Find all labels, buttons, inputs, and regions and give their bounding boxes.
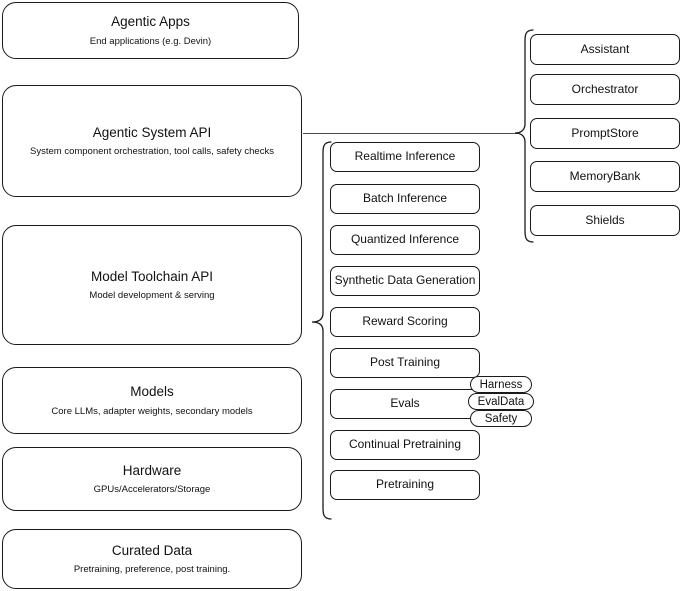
stack-box-subtitle: GPUs/Accelerators/Storage (93, 484, 211, 496)
stack-box-subtitle: Pretraining, preference, post training. (73, 564, 231, 576)
stack-box-title: Model Toolchain API (90, 268, 214, 284)
evals-chip-label: Safety (484, 412, 518, 425)
toolchain-box-label: Evals (390, 396, 420, 411)
toolchain-box-quantized-inference[interactable]: Quantized Inference (330, 225, 480, 255)
system-box-label: MemoryBank (569, 168, 641, 183)
stack-box-subtitle: Model development & serving (89, 290, 215, 302)
system-box-assistant[interactable]: Assistant (530, 34, 680, 65)
evals-chip-safety[interactable]: Safety (470, 410, 532, 427)
bracket-toolchain-components (308, 140, 332, 522)
system-box-label: Assistant (580, 41, 630, 56)
stack-box-title: Curated Data (111, 542, 193, 558)
toolchain-box-reward-scoring[interactable]: Reward Scoring (330, 307, 480, 337)
stack-box-curated-data[interactable]: Curated Data Pretraining, preference, po… (2, 529, 302, 589)
system-box-promptstore[interactable]: PromptStore (530, 118, 680, 149)
toolchain-box-evals[interactable]: Evals (330, 389, 480, 419)
system-box-label: PromptStore (571, 125, 639, 140)
evals-chip-evaldata[interactable]: EvalData (468, 393, 534, 410)
stack-box-title: Agentic Apps (111, 14, 190, 30)
stack-box-subtitle: Core LLMs, adapter weights, secondary mo… (51, 405, 253, 417)
toolchain-box-continual-pretraining[interactable]: Continual Pretraining (330, 430, 480, 460)
toolchain-box-label: Synthetic Data Generation (334, 273, 476, 288)
system-box-memorybank[interactable]: MemoryBank (530, 161, 680, 192)
stack-box-subtitle: System component orchestration, tool cal… (30, 146, 274, 158)
toolchain-box-label: Batch Inference (362, 191, 448, 206)
toolchain-box-label: Pretraining (375, 477, 435, 492)
toolchain-box-realtime-inference[interactable]: Realtime Inference (330, 142, 480, 172)
stack-box-title: Hardware (122, 462, 182, 478)
stack-box-title: Models (130, 384, 174, 400)
system-box-label: Shields (585, 212, 625, 227)
toolchain-box-label: Quantized Inference (350, 232, 460, 247)
evals-chip-harness[interactable]: Harness (470, 376, 532, 393)
toolchain-box-label: Reward Scoring (362, 314, 448, 329)
toolchain-box-label: Realtime Inference (354, 149, 456, 164)
stack-box-models[interactable]: Models Core LLMs, adapter weights, secon… (2, 367, 302, 434)
stack-box-title: Agentic System API (92, 124, 212, 140)
stack-box-model-toolchain-api[interactable]: Model Toolchain API Model development & … (2, 225, 302, 345)
stack-box-agentic-apps[interactable]: Agentic Apps End applications (e.g. Devi… (2, 2, 299, 59)
stack-box-subtitle: End applications (e.g. Devin) (89, 35, 212, 47)
toolchain-box-synthetic-data-generation[interactable]: Synthetic Data Generation (330, 266, 480, 296)
system-box-orchestrator[interactable]: Orchestrator (530, 74, 680, 105)
system-box-shields[interactable]: Shields (530, 205, 680, 236)
stack-box-agentic-system-api[interactable]: Agentic System API System component orch… (2, 85, 302, 197)
toolchain-box-post-training[interactable]: Post Training (330, 348, 480, 378)
evals-chip-label: Harness (479, 378, 523, 391)
toolchain-box-batch-inference[interactable]: Batch Inference (330, 184, 480, 214)
connector-line-system-api (303, 133, 518, 135)
toolchain-box-pretraining[interactable]: Pretraining (330, 470, 480, 500)
evals-chip-label: EvalData (477, 395, 525, 408)
toolchain-box-label: Post Training (369, 355, 441, 370)
toolchain-box-label: Continual Pretraining (348, 437, 462, 452)
stack-box-hardware[interactable]: Hardware GPUs/Accelerators/Storage (2, 447, 302, 511)
system-box-label: Orchestrator (571, 81, 639, 96)
